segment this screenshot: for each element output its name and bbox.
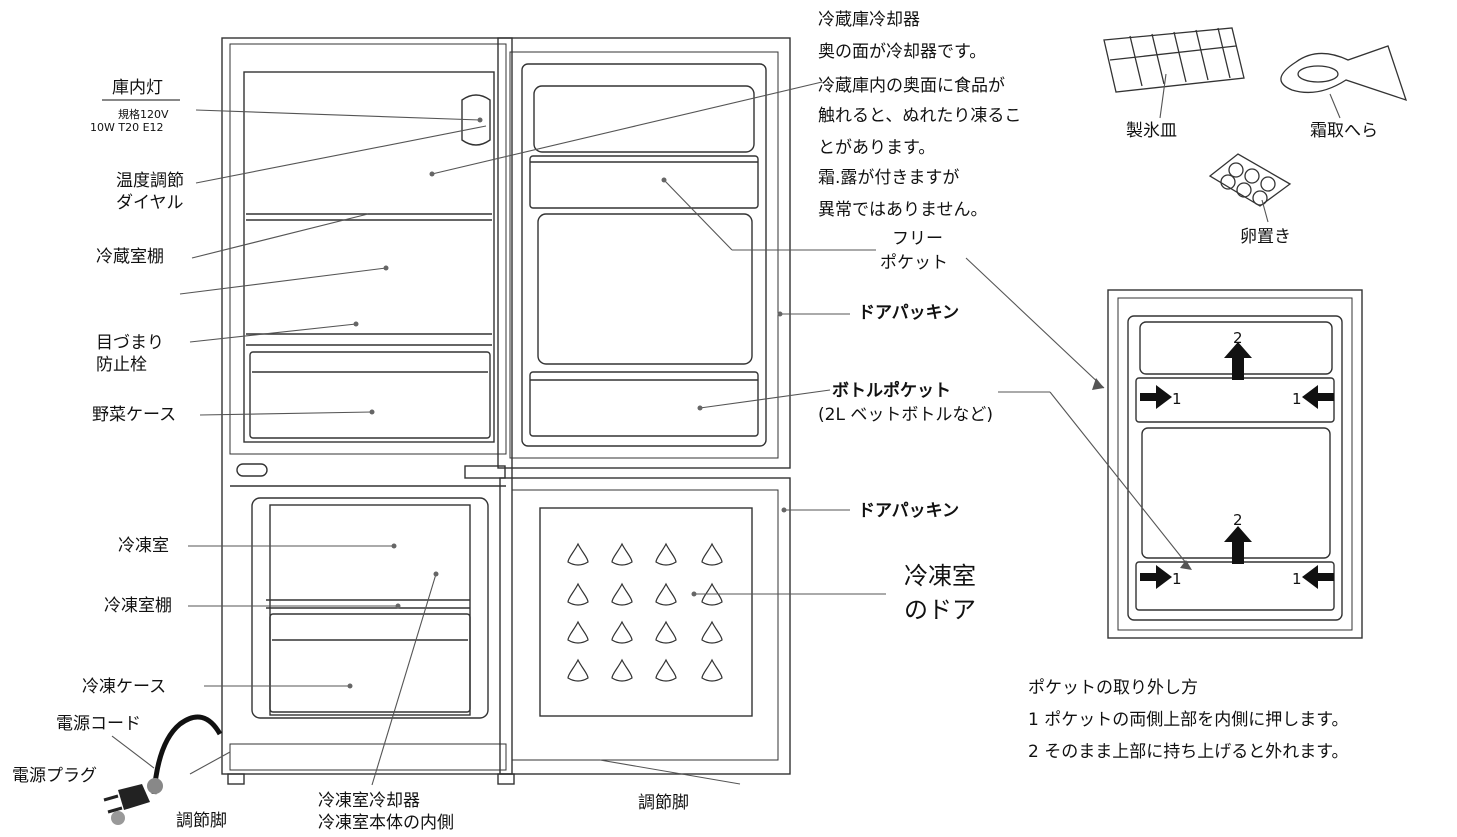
ice-bump-icon [701, 542, 723, 566]
ice-tray-label: 製氷皿 [1126, 121, 1177, 141]
leg-right-label: 調節脚 [638, 793, 689, 813]
instructions-title: ポケットの取り外し方 [1028, 678, 1198, 698]
freezer-shelf-label: 冷凍室棚 [104, 596, 172, 616]
ice-bump-icon [655, 582, 677, 606]
scraper-illustration [1280, 45, 1408, 102]
clog-stopper-label-2: 防止栓 [96, 355, 147, 375]
top-note-6: 霜.露が付きますが [818, 168, 960, 188]
instructions-step-2: 2 そのまま上部に持ち上げると外れます。 [1028, 742, 1349, 762]
freezer-label: 冷凍室 [118, 536, 169, 556]
freezer-door [497, 477, 791, 785]
step-in-number: 1 [1292, 390, 1302, 408]
light-label: 庫内灯 [112, 78, 163, 98]
ice-bump-icon [611, 620, 633, 644]
ice-bump-icon [701, 620, 723, 644]
arrow-head-icon [1092, 378, 1104, 390]
fridge-shelf-label: 冷蔵室棚 [96, 247, 164, 267]
arrow-left-icon [1302, 565, 1334, 589]
arrow-right-icon [1140, 565, 1172, 589]
bottle-pocket-label: ボトルポケット [832, 381, 951, 401]
step-in-number: 1 [1292, 570, 1302, 588]
step-in-number: 1 [1172, 390, 1182, 408]
freezer-case-label: 冷凍ケース [82, 677, 167, 697]
arrow-up-icon [1224, 342, 1252, 380]
freezer-door-label-2: のドア [904, 596, 976, 624]
egg-holder-label: 卵置き [1240, 227, 1291, 247]
top-note-2: 奥の面が冷却器です。 [818, 42, 987, 62]
ice-bump-icon [611, 658, 633, 682]
top-note-4: 触れると、ぬれたり凍るこ [818, 106, 1022, 126]
bottle-pocket-note: (2L ベットボトルなど) [818, 405, 993, 425]
veg-case-label: 野菜ケース [92, 405, 177, 425]
free-pocket-label-2: ポケット [880, 253, 948, 273]
door-gasket-bottom-label: ドアパッキン [858, 501, 960, 521]
power-plug-label: 電源プラグ [12, 766, 97, 786]
scraper-label: 霜取へら [1310, 121, 1378, 141]
ice-bump-icon [611, 582, 633, 606]
top-note-3: 冷蔵庫内の奥面に食品が [818, 76, 1005, 96]
leg-left-label: 調節脚 [176, 811, 227, 831]
power-plug-illustration [103, 778, 163, 825]
ice-bump-icon [701, 658, 723, 682]
top-note-5: とがあります。 [818, 138, 936, 158]
free-pocket-label-1: フリー [892, 229, 943, 249]
top-note-7: 異常ではありません。 [818, 200, 988, 220]
freezer-door-label-1: 冷凍室 [904, 562, 976, 590]
step-up-number: 2 [1233, 329, 1243, 347]
ice-bump-icon [655, 620, 677, 644]
ice-bump-icon [655, 542, 677, 566]
ice-bump-icon [611, 542, 633, 566]
ice-bump-icon [567, 658, 589, 682]
power-cord-illustration [151, 714, 223, 795]
freezer-cooler-label-2: 冷凍室本体の内側 [318, 813, 454, 833]
instructions-step-1: 1 ポケットの両側上部を内側に押します。 [1028, 710, 1349, 730]
top-note-1: 冷蔵庫冷却器 [818, 10, 920, 30]
clog-stopper-label-1: 目づまり [96, 333, 164, 353]
dial-label-2: ダイヤル [116, 193, 184, 213]
ice-tray-illustration [1103, 27, 1245, 93]
arrow-up-icon [1224, 526, 1252, 564]
fridge-cabinet [221, 37, 513, 785]
leader-lines [111, 73, 1341, 786]
fridge-door [497, 37, 791, 469]
ice-bump-icon [567, 542, 589, 566]
ice-bump-icon [567, 620, 589, 644]
door-gasket-top-label: ドアパッキン [858, 303, 960, 323]
dial-label-1: 温度調節 [116, 171, 184, 191]
ice-bump-icon [567, 582, 589, 606]
light-spec-2: 10W T20 E12 [90, 121, 164, 134]
egg-holder-illustration [1208, 153, 1292, 207]
light-spec-1: 規格120V [118, 108, 169, 121]
freezer-cooler-label-1: 冷凍室冷却器 [318, 791, 420, 811]
power-cord-label: 電源コード [56, 714, 141, 734]
ice-bump-icon [655, 658, 677, 682]
freezer-door-bumps [567, 542, 723, 682]
arrow-left-icon [1302, 385, 1334, 409]
step-in-number: 1 [1172, 570, 1182, 588]
arrow-right-icon [1140, 385, 1172, 409]
arrow-head-icon [1180, 560, 1192, 570]
step-up-number: 2 [1233, 511, 1243, 529]
